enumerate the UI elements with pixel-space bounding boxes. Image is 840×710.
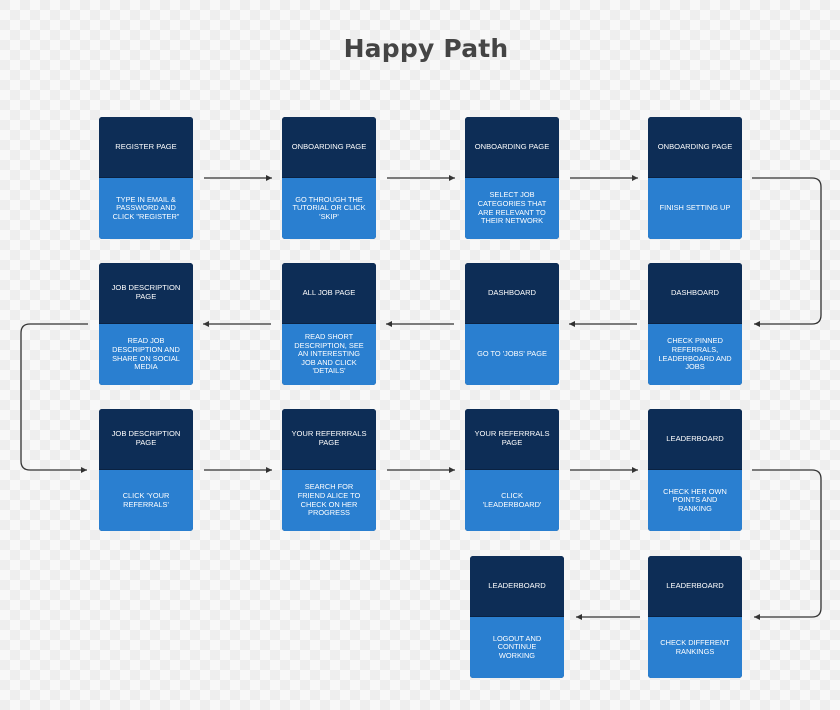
- step-action: CHECK PINNED REFERRALS, LEADERBOARD AND …: [648, 324, 742, 385]
- step-action: LOGOUT AND CONTINUE WORKING: [470, 617, 564, 678]
- step-header: DASHBOARD: [648, 263, 742, 324]
- step-card-onboarding-categories: ONBOARDING PAGE SELECT JOB CATEGORIES TH…: [465, 117, 559, 239]
- step-card-dashboard-check: DASHBOARD CHECK PINNED REFERRALS, LEADER…: [648, 263, 742, 385]
- step-card-all-jobs: ALL JOB PAGE READ SHORT DESCRIPTION, SEE…: [282, 263, 376, 385]
- step-header: ONBOARDING PAGE: [282, 117, 376, 178]
- step-header: REGISTER PAGE: [99, 117, 193, 178]
- step-action: FINISH SETTING UP: [648, 178, 742, 239]
- step-header: DASHBOARD: [465, 263, 559, 324]
- step-card-onboarding-finish: ONBOARDING PAGE FINISH SETTING UP: [648, 117, 742, 239]
- step-action: CHECK DIFFERENT RANKINGS: [648, 617, 742, 678]
- step-header: ONBOARDING PAGE: [465, 117, 559, 178]
- step-action: READ SHORT DESCRIPTION, SEE AN INTERESTI…: [282, 324, 376, 385]
- step-action: SELECT JOB CATEGORIES THAT ARE RELEVANT …: [465, 178, 559, 239]
- step-header: ALL JOB PAGE: [282, 263, 376, 324]
- step-card-leaderboard-logout: LEADERBOARD LOGOUT AND CONTINUE WORKING: [470, 556, 564, 678]
- step-card-job-description-share: JOB DESCRIPTION PAGE READ JOB DESCRIPTIO…: [99, 263, 193, 385]
- step-header: ONBOARDING PAGE: [648, 117, 742, 178]
- step-action: GO TO 'JOBS' PAGE: [465, 324, 559, 385]
- diagram-title: Happy Path: [343, 34, 509, 63]
- step-card-leaderboard-own: LEADERBOARD CHECK HER OWN POINTS AND RAN…: [648, 409, 742, 531]
- step-action: CLICK 'LEADERBOARD': [465, 470, 559, 531]
- step-action: CHECK HER OWN POINTS AND RANKING: [648, 470, 742, 531]
- step-card-referrals-search: YOUR REFERRRALS PAGE SEARCH FOR FRIEND A…: [282, 409, 376, 531]
- step-card-dashboard-jobs: DASHBOARD GO TO 'JOBS' PAGE: [465, 263, 559, 385]
- step-card-referrals-leaderboard: YOUR REFERRRALS PAGE CLICK 'LEADERBOARD': [465, 409, 559, 531]
- step-card-register: REGISTER PAGE TYPE IN EMAIL & PASSWORD A…: [99, 117, 193, 239]
- arrow-s4-to-s5: [752, 177, 822, 327]
- step-action: READ JOB DESCRIPTION AND SHARE ON SOCIAL…: [99, 324, 193, 385]
- step-header: LEADERBOARD: [648, 409, 742, 470]
- step-header: LEADERBOARD: [470, 556, 564, 617]
- step-header: YOUR REFERRRALS PAGE: [465, 409, 559, 470]
- step-action: SEARCH FOR FRIEND ALICE TO CHECK ON HER …: [282, 470, 376, 531]
- step-header: JOB DESCRIPTION PAGE: [99, 409, 193, 470]
- step-header: YOUR REFERRRALS PAGE: [282, 409, 376, 470]
- step-action: CLICK 'YOUR REFERRALS': [99, 470, 193, 531]
- step-card-leaderboard-different: LEADERBOARD CHECK DIFFERENT RANKINGS: [648, 556, 742, 678]
- step-card-onboarding-tutorial: ONBOARDING PAGE GO THROUGH THE TUTORIAL …: [282, 117, 376, 239]
- step-header: LEADERBOARD: [648, 556, 742, 617]
- arrow-s8-to-s9: [20, 323, 88, 473]
- step-action: GO THROUGH THE TUTORIAL OR CLICK 'SKIP': [282, 178, 376, 239]
- step-card-job-description-referrals: JOB DESCRIPTION PAGE CLICK 'YOUR REFERRA…: [99, 409, 193, 531]
- arrow-s12-to-s13: [752, 469, 822, 620]
- step-action: TYPE IN EMAIL & PASSWORD AND CLICK "REGI…: [99, 178, 193, 239]
- step-header: JOB DESCRIPTION PAGE: [99, 263, 193, 324]
